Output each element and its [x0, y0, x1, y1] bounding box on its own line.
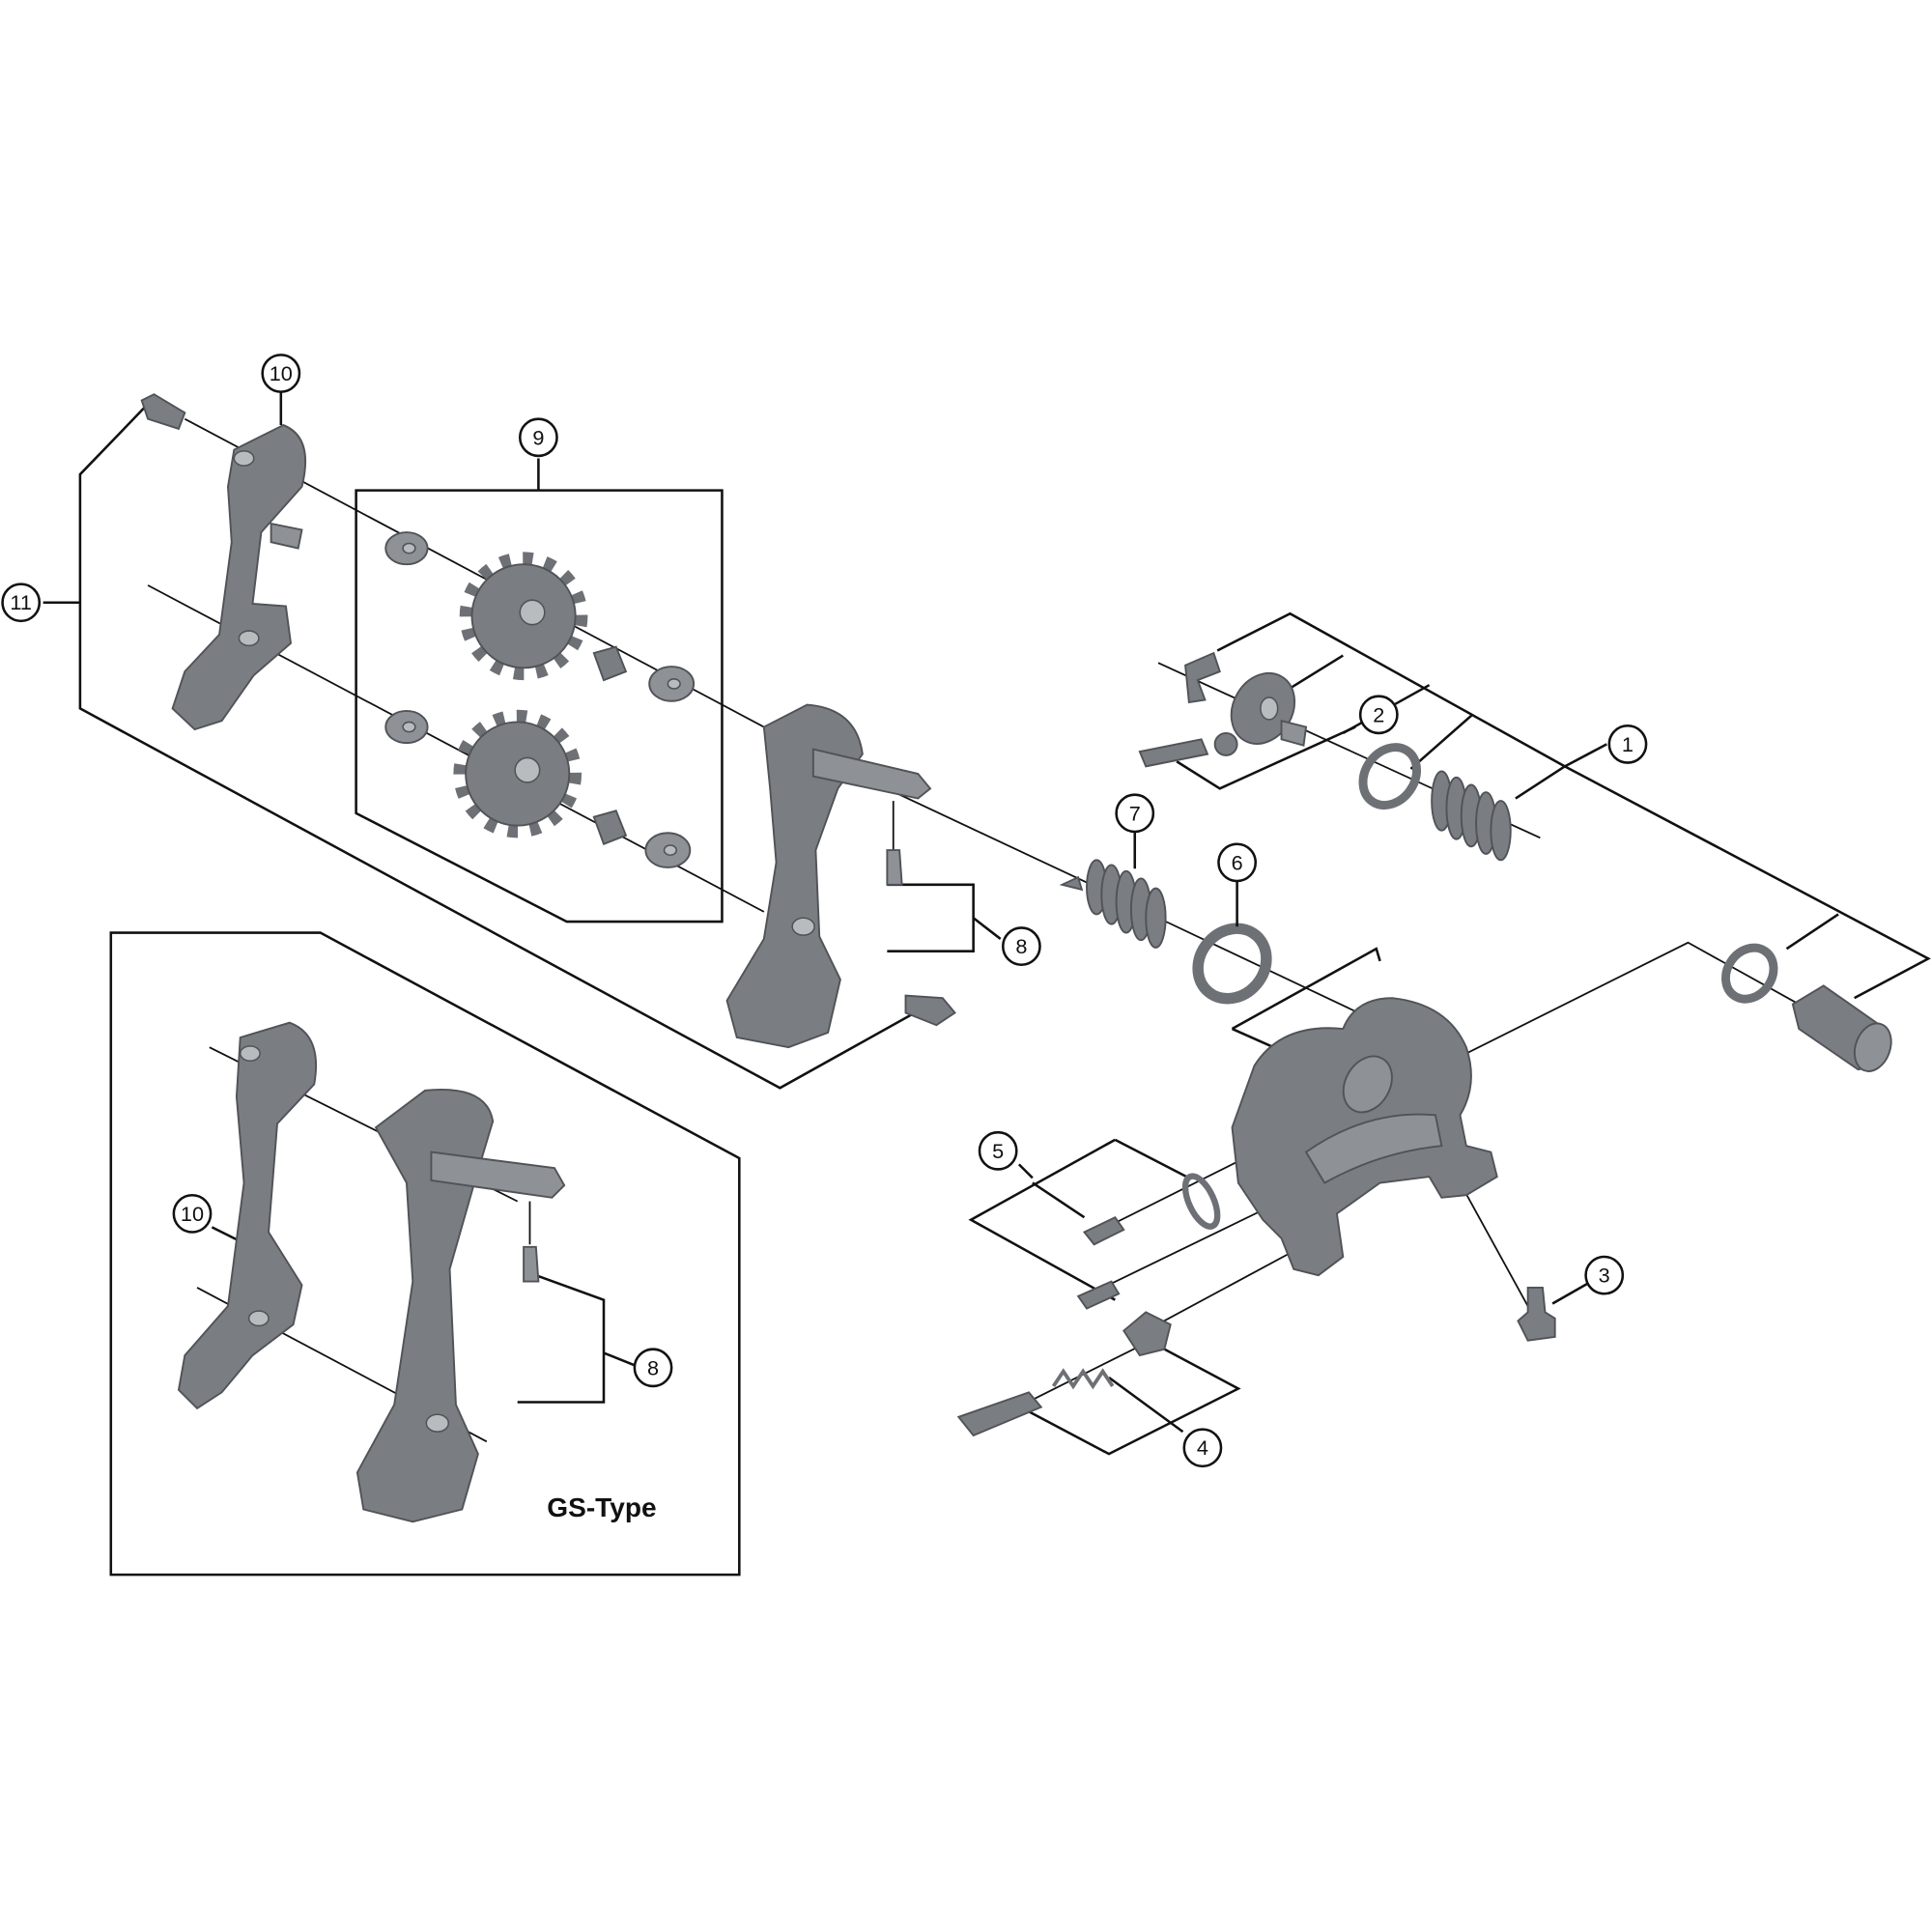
inset-outer-plate [177, 1021, 318, 1410]
svg-text:2: 2 [1373, 702, 1384, 726]
bolt-3 [1517, 1286, 1556, 1342]
svg-text:6: 6 [1232, 850, 1243, 874]
washer-right [1721, 943, 1778, 1004]
group-outline-1 [1176, 611, 1931, 1000]
inset-label: GS-Type [547, 1492, 656, 1522]
adjuster-4 [956, 1311, 1172, 1437]
callout-10: 10 [261, 354, 301, 426]
callout-4: 4 [1182, 1428, 1223, 1468]
bushing-6 [1192, 923, 1272, 1005]
spring-7 [1059, 859, 1167, 949]
inset-callout-8: 8 [603, 1348, 673, 1388]
svg-text:8: 8 [647, 1355, 659, 1379]
callout-9: 9 [518, 417, 558, 458]
svg-text:10: 10 [270, 361, 293, 385]
inset-inner-plate [355, 1089, 566, 1523]
callout-2: 2 [1358, 695, 1399, 735]
callout-7: 7 [1115, 793, 1155, 869]
pivot-bolt [1791, 984, 1892, 1072]
svg-text:11: 11 [10, 590, 32, 614]
inner-plate [725, 703, 956, 1049]
pulley-set-9 [384, 531, 696, 868]
callout-11: 11 [1, 582, 42, 623]
group-outline-5 [968, 1138, 1187, 1301]
callout-1: 1 [1607, 724, 1648, 764]
svg-text:7: 7 [1129, 801, 1141, 825]
svg-text:10: 10 [181, 1202, 204, 1226]
svg-text:5: 5 [992, 1139, 1004, 1163]
main-body [1231, 997, 1498, 1277]
svg-text:1: 1 [1622, 732, 1634, 756]
svg-text:9: 9 [532, 425, 544, 449]
svg-text:4: 4 [1197, 1435, 1208, 1460]
callout-6: 6 [1217, 842, 1258, 927]
callout-5: 5 [978, 1130, 1018, 1171]
spring-1 [1431, 770, 1512, 862]
screws-5 [1076, 1173, 1221, 1310]
svg-text:8: 8 [1015, 934, 1027, 958]
outer-plate-10 [171, 424, 306, 731]
inset-callout-10: 10 [172, 1193, 213, 1234]
svg-text:3: 3 [1599, 1264, 1610, 1288]
washer-2 [1358, 743, 1422, 810]
group-outline-9 [355, 458, 724, 923]
group-outline-8 [887, 883, 1002, 952]
group-outline-4 [1022, 1348, 1241, 1456]
group-outline-11 [43, 406, 931, 1090]
callout-8: 8 [1001, 926, 1041, 966]
upper-link-parts [1138, 651, 1308, 768]
callout-3: 3 [1551, 1255, 1625, 1305]
cage-bolt [140, 393, 186, 431]
